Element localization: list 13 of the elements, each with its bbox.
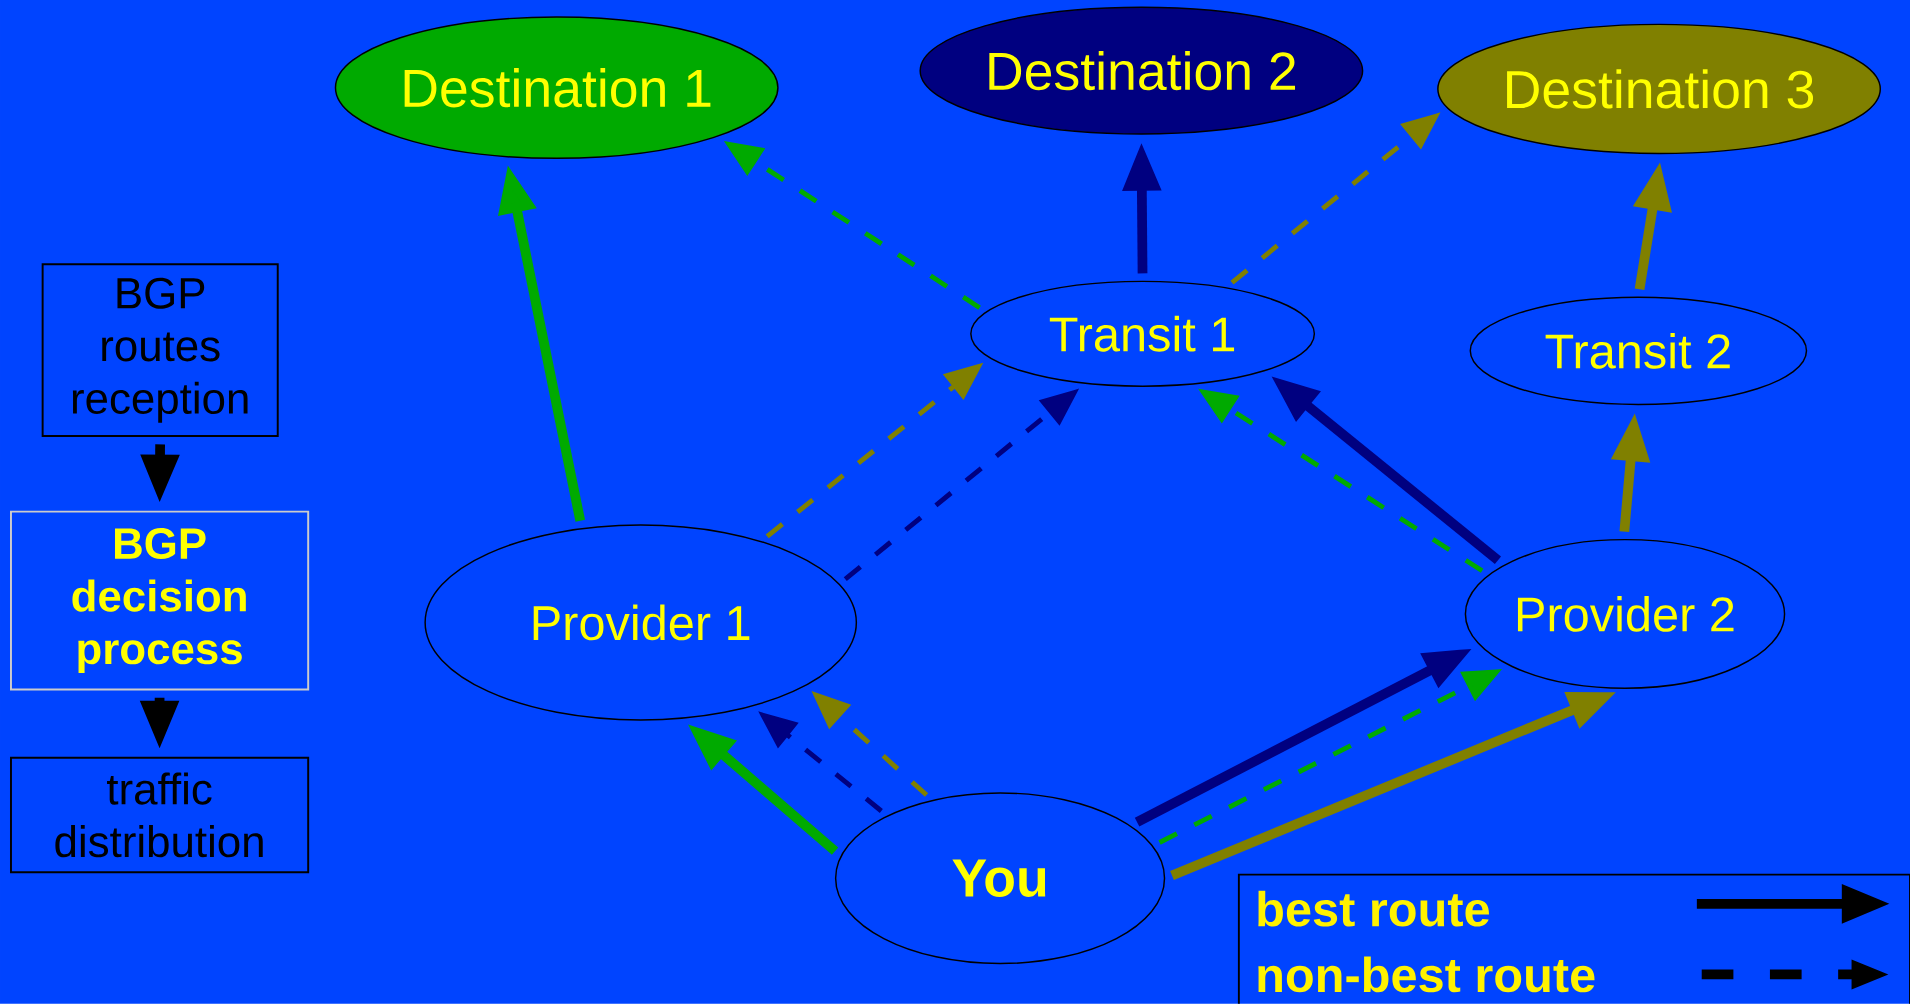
ellipse-node: Destination 3 [1437,23,1882,155]
process-box: BGP routes reception [41,263,279,438]
ellipse-node: Destination 2 [919,6,1364,135]
ellipse-node: Provider 2 [1464,539,1786,690]
legend-text: non-best route [1258,956,1595,993]
ellipse-node: Transit 1 [970,280,1316,388]
process-box: BGP decision process [10,510,310,691]
legend-text: best route [1258,890,1489,927]
ellipse-node: Destination 1 [334,16,779,160]
process-box: traffic distribution [10,756,310,874]
ellipse-node: Provider 1 [424,524,858,721]
ellipse-node: Transit 2 [1469,296,1808,406]
ellipse-node: You [834,792,1166,965]
